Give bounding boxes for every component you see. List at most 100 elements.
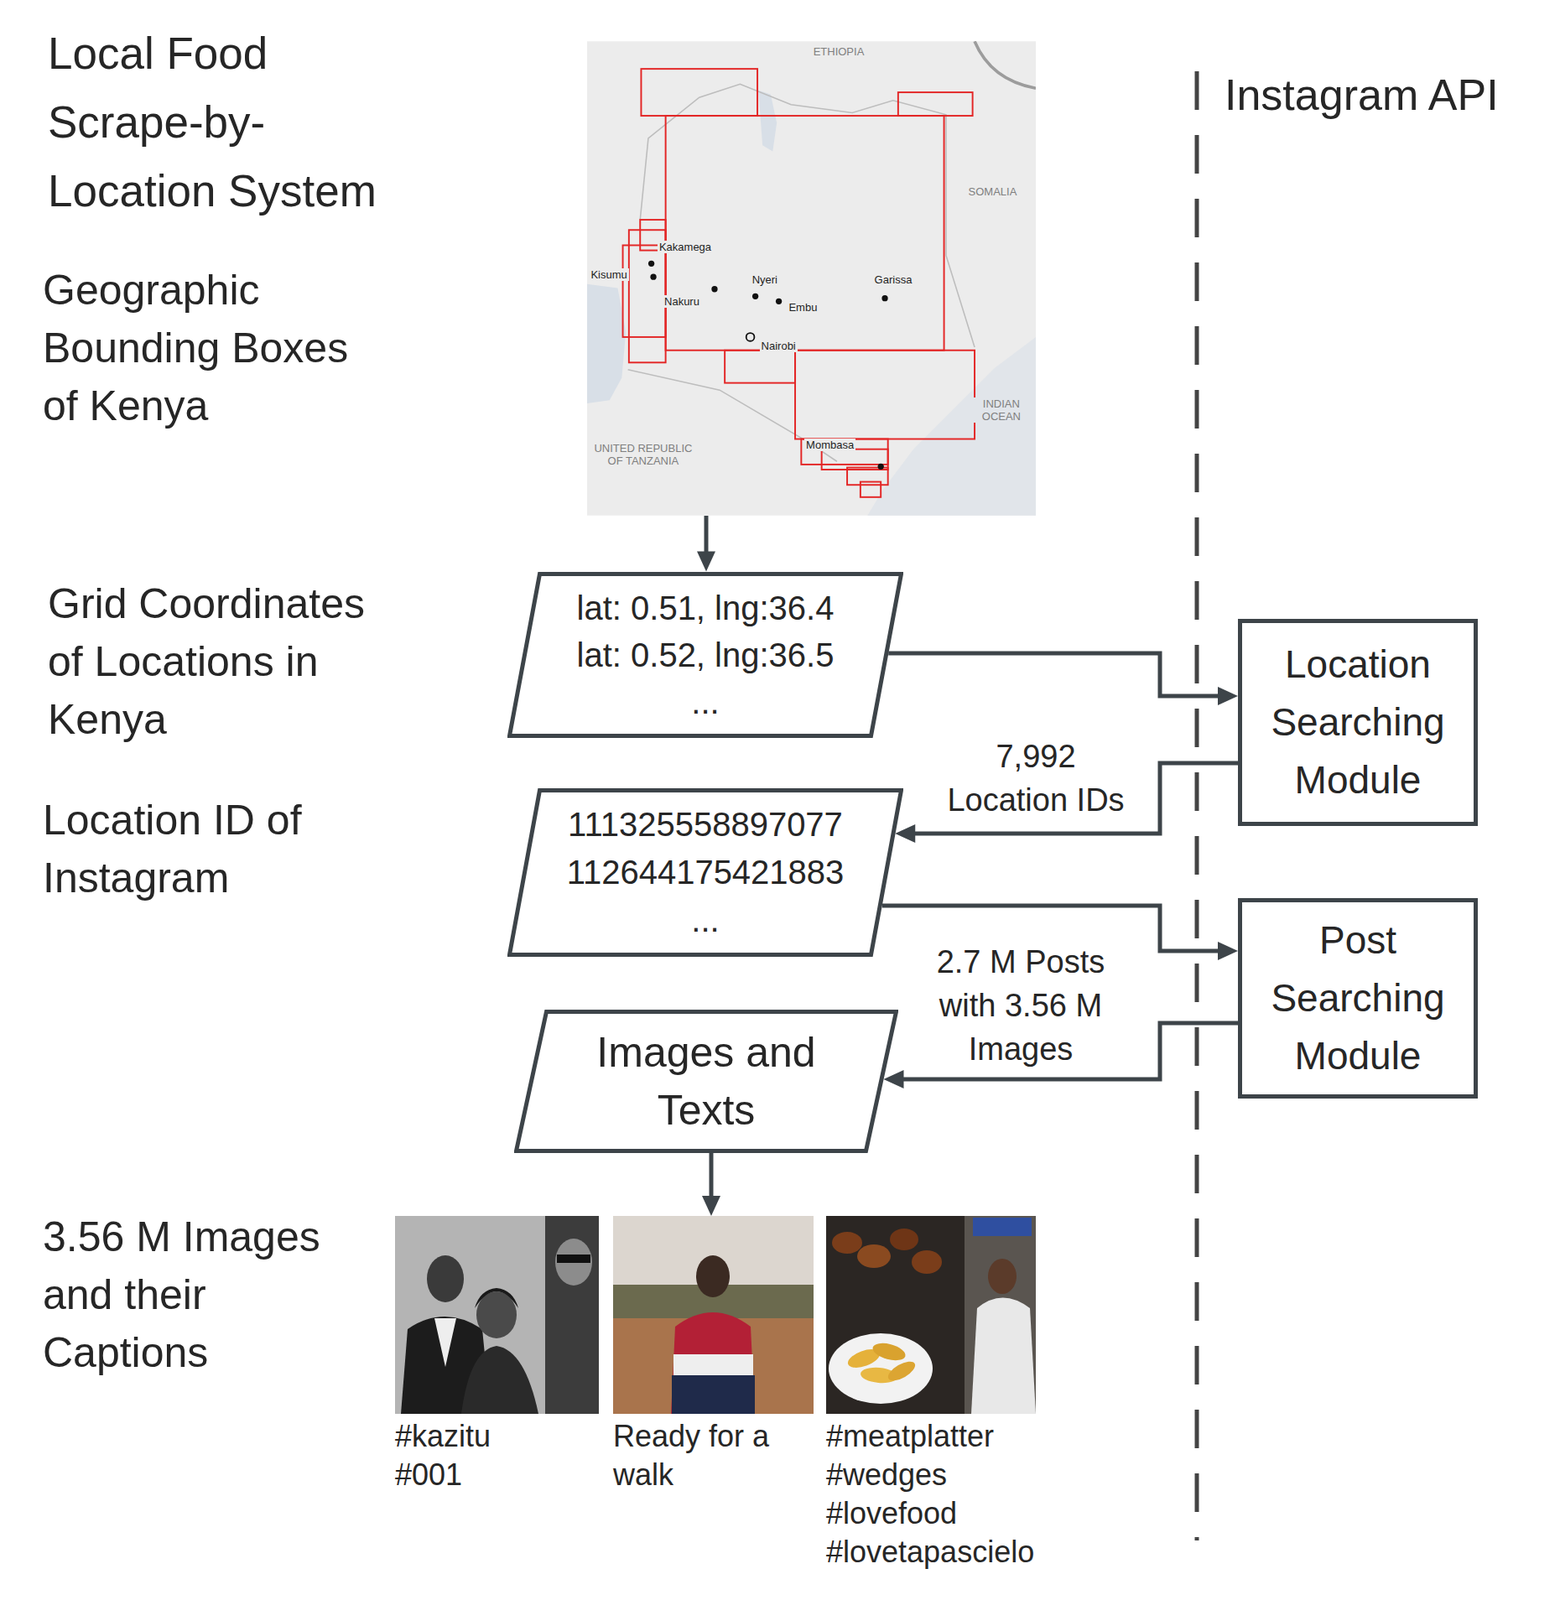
head bbox=[696, 1255, 730, 1298]
connector-line bbox=[704, 515, 709, 554]
node-text: ... bbox=[691, 896, 719, 945]
text-holder: Location ID of Instagram bbox=[42, 791, 377, 908]
place-name: Embu bbox=[786, 301, 819, 314]
photo-2 bbox=[613, 1216, 814, 1415]
connector-line bbox=[888, 653, 1220, 697]
connector bbox=[696, 515, 716, 572]
text-holder: 3.56 M Images and their Captions bbox=[42, 1208, 377, 1383]
box-shape bbox=[1240, 621, 1477, 825]
text-holder: Kakamega bbox=[657, 240, 713, 254]
row-label: Grid Coordinates of Locations in Kenya bbox=[47, 575, 382, 749]
bounding-box bbox=[665, 115, 945, 351]
map-ground bbox=[587, 41, 1036, 515]
bounding-box bbox=[640, 68, 758, 116]
bounding-boxes bbox=[623, 68, 975, 498]
diagram-title: Local Food Scrape-by-Location System bbox=[47, 19, 401, 226]
connector bbox=[888, 653, 1238, 706]
sunglasses bbox=[556, 1254, 591, 1264]
text-holder: 7,992 Location IDs bbox=[935, 734, 1137, 822]
city-dot bbox=[711, 286, 718, 292]
country-border bbox=[639, 83, 975, 348]
map-node: ETHIOPIA SOMALIA KakamegaKisumu Nyeri Gariss… bbox=[587, 41, 1036, 516]
shirt bbox=[434, 1318, 457, 1368]
meat bbox=[889, 1228, 919, 1251]
place-name: Nairobi bbox=[759, 339, 798, 353]
text-column: 111325558897077112644175421883... bbox=[566, 800, 845, 945]
arrowhead bbox=[696, 551, 716, 572]
place-name: Garissa bbox=[873, 273, 915, 286]
bounding-box bbox=[898, 92, 973, 116]
text-holder: #meatplatter #wedges #lovefood #lovetapa… bbox=[826, 1417, 1036, 1572]
place-name: ETHIOPIA bbox=[811, 45, 867, 58]
parallelogram-shape bbox=[509, 790, 902, 955]
text-column: Post Searching Module bbox=[1254, 911, 1462, 1086]
parallelogram-shape bbox=[516, 1012, 897, 1152]
city-dot bbox=[648, 260, 655, 267]
map-frame bbox=[974, 41, 1036, 89]
city-dot bbox=[752, 293, 759, 300]
text-holder: Nyeri bbox=[750, 273, 780, 286]
place-name: Mombasa bbox=[804, 438, 856, 452]
bounding-box bbox=[724, 350, 796, 384]
chef-coat bbox=[971, 1298, 1036, 1415]
text-holder: Kisumu bbox=[588, 268, 629, 281]
text-holder: Nakuru bbox=[662, 295, 702, 308]
place-name: Nyeri bbox=[750, 273, 780, 286]
text-column: Location Searching Module bbox=[1254, 635, 1462, 810]
text-holder: Mombasa bbox=[804, 438, 856, 452]
hoodie bbox=[670, 1312, 755, 1415]
bounding-box bbox=[821, 449, 889, 470]
place-name: UNITED REPUBLIC OF TANZANIA bbox=[590, 442, 697, 468]
node-text: Images and Texts bbox=[561, 1024, 852, 1140]
arrowhead bbox=[1217, 686, 1238, 706]
connector-line bbox=[709, 1153, 714, 1198]
arrowhead bbox=[884, 1070, 905, 1089]
city-dot bbox=[775, 298, 782, 305]
bounding-box bbox=[795, 350, 975, 440]
node-text: Post Searching Module bbox=[1254, 911, 1462, 1086]
place-name: Nakuru bbox=[662, 295, 702, 308]
text-holder: 2.7 M Posts with 3.56 M Images bbox=[924, 940, 1118, 1072]
hoodie-stripe bbox=[671, 1375, 755, 1415]
photo-ground bbox=[826, 1216, 1036, 1415]
place-name: Kisumu bbox=[588, 268, 629, 281]
text-holder: Garissa bbox=[873, 273, 915, 286]
box-shape bbox=[1240, 900, 1477, 1098]
node-text: Location Searching Module bbox=[1254, 635, 1462, 810]
node-text: 111325558897077 bbox=[567, 800, 843, 849]
lake-victoria bbox=[587, 284, 626, 404]
node-text: lat: 0.51, lng:36.4 bbox=[577, 584, 835, 632]
hoodie-stripe bbox=[673, 1354, 754, 1376]
arrowhead bbox=[702, 1196, 721, 1217]
text-holder: Grid Coordinates of Locations in Kenya bbox=[47, 575, 382, 749]
node-text: lat: 0.52, lng:36.5 bbox=[577, 631, 835, 679]
text-holder: Geographic Bounding Boxes of Kenya bbox=[42, 261, 377, 436]
sky bbox=[613, 1216, 814, 1415]
photo-3 bbox=[826, 1216, 1036, 1415]
photo-node: #kazitu #001 bbox=[395, 1216, 599, 1495]
place-name: Kakamega bbox=[657, 240, 713, 254]
edge-label: 2.7 M Posts with 3.56 M Images bbox=[924, 940, 1118, 1072]
hair bbox=[474, 1288, 519, 1309]
row-label: Instagram API bbox=[1224, 68, 1499, 121]
lake-turkana bbox=[758, 90, 777, 152]
head bbox=[426, 1255, 464, 1303]
text-holder: INDIAN OCEAN bbox=[972, 397, 1030, 423]
text-holder: SOMALIA bbox=[967, 185, 1020, 198]
wedge bbox=[870, 1340, 907, 1364]
edge-label: 7,992 Location IDs bbox=[935, 734, 1137, 822]
text-holder: Ready for a walk bbox=[613, 1417, 814, 1495]
bounding-box bbox=[800, 439, 888, 465]
face bbox=[555, 1238, 593, 1286]
text-column: Images and Texts bbox=[561, 1024, 852, 1140]
photo-ground bbox=[545, 1216, 599, 1415]
photo-node: #meatplatter #wedges #lovefood #lovetapa… bbox=[826, 1216, 1036, 1572]
process-box: Location Searching Module bbox=[1237, 618, 1478, 827]
bounding-box bbox=[860, 482, 881, 498]
city-dot bbox=[878, 463, 884, 470]
capital-ring bbox=[746, 332, 755, 342]
photo-node: Ready for a walk bbox=[613, 1216, 814, 1495]
node-text: 112644175421883 bbox=[566, 848, 845, 897]
connector bbox=[702, 1153, 721, 1217]
